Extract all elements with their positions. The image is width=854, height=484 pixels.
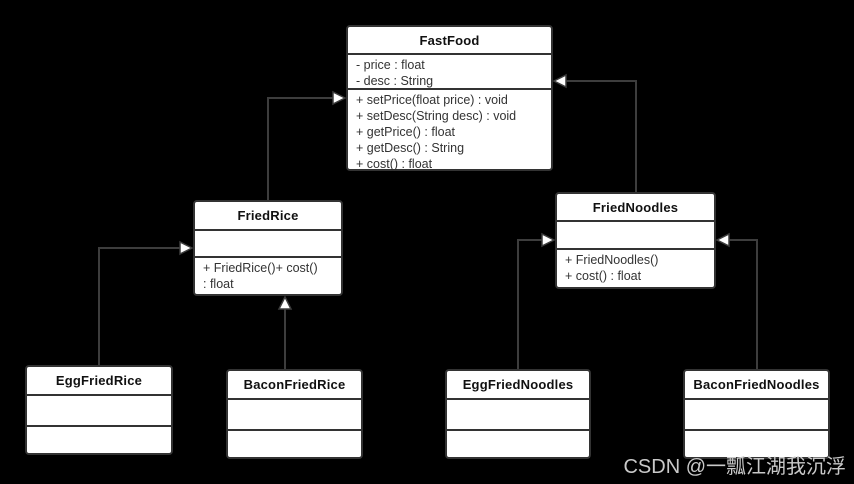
generalization-arrow-friednoodles-fastfood xyxy=(552,73,637,192)
class-method: + cost() : float xyxy=(565,269,642,283)
generalization-arrow-baconfriednoodles-friednoodles xyxy=(715,232,758,369)
attributes-section: - price : float - desc : String xyxy=(348,55,551,90)
class-name: FastFood xyxy=(348,27,551,55)
hollow-triangle-arrowhead xyxy=(332,90,347,106)
class-name: FriedNoodles xyxy=(557,194,714,222)
class-box-eggfriedrice: EggFriedRice xyxy=(25,365,173,455)
attributes-section-empty xyxy=(228,400,361,431)
generalization-arrow-eggfriedrice-friedrice xyxy=(98,240,194,365)
class-name: EggFriedNoodles xyxy=(447,371,589,400)
attributes-section-empty xyxy=(447,400,589,431)
generalization-arrow-eggfriednoodles-friednoodles xyxy=(517,232,556,369)
attributes-section-empty xyxy=(195,231,341,258)
class-method: : float xyxy=(203,277,234,291)
class-method: + setDesc(String desc) : void xyxy=(356,109,517,123)
hollow-triangle-arrowhead xyxy=(541,232,556,248)
class-box-baconfriednoodles: BaconFriedNoodles xyxy=(683,369,830,459)
methods-section-empty xyxy=(447,431,589,457)
class-box-eggfriednoodles: EggFriedNoodles xyxy=(445,369,591,459)
methods-section-empty xyxy=(228,431,361,457)
class-method: + cost() : float xyxy=(356,157,433,171)
class-method: + getDesc() : String xyxy=(356,141,465,155)
class-name: EggFriedRice xyxy=(27,367,171,396)
class-attribute: - desc : String xyxy=(356,74,434,88)
attributes-section-empty xyxy=(557,222,714,250)
attributes-section-empty xyxy=(685,400,828,431)
attributes-section-empty xyxy=(27,396,171,427)
class-box-fastfood: FastFood - price : float - desc : String… xyxy=(346,25,553,171)
class-box-friedrice: FriedRice + FriedRice()+ cost() : float xyxy=(193,200,343,296)
class-name: BaconFriedNoodles xyxy=(685,371,828,400)
class-name: BaconFriedRice xyxy=(228,371,361,400)
hollow-triangle-arrowhead xyxy=(277,295,293,310)
methods-section: + FriedRice()+ cost() : float xyxy=(195,258,341,294)
hollow-triangle-arrowhead xyxy=(552,73,567,89)
class-method: + getPrice() : float xyxy=(356,125,455,139)
csdn-watermark: CSDN @一瓢江湖我沉浮 xyxy=(623,456,846,478)
hollow-triangle-arrowhead xyxy=(179,240,194,256)
class-method: + setPrice(float price) : void xyxy=(356,93,508,107)
methods-section: + setPrice(float price) : void + setDesc… xyxy=(348,90,551,172)
class-name: FriedRice xyxy=(195,202,341,231)
class-box-baconfriedrice: BaconFriedRice xyxy=(226,369,363,459)
class-method: + FriedNoodles() xyxy=(565,253,659,267)
class-attribute: - price : float xyxy=(356,58,425,72)
class-method: + FriedRice()+ cost() xyxy=(203,261,318,275)
methods-section-empty xyxy=(27,427,171,453)
generalization-arrow-baconfriedrice-friedrice xyxy=(277,295,293,369)
methods-section: + FriedNoodles() + cost() : float xyxy=(557,250,714,287)
class-box-friednoodles: FriedNoodles + FriedNoodles() + cost() :… xyxy=(555,192,716,289)
generalization-arrow-friedrice-fastfood xyxy=(267,90,347,200)
hollow-triangle-arrowhead xyxy=(715,232,730,248)
